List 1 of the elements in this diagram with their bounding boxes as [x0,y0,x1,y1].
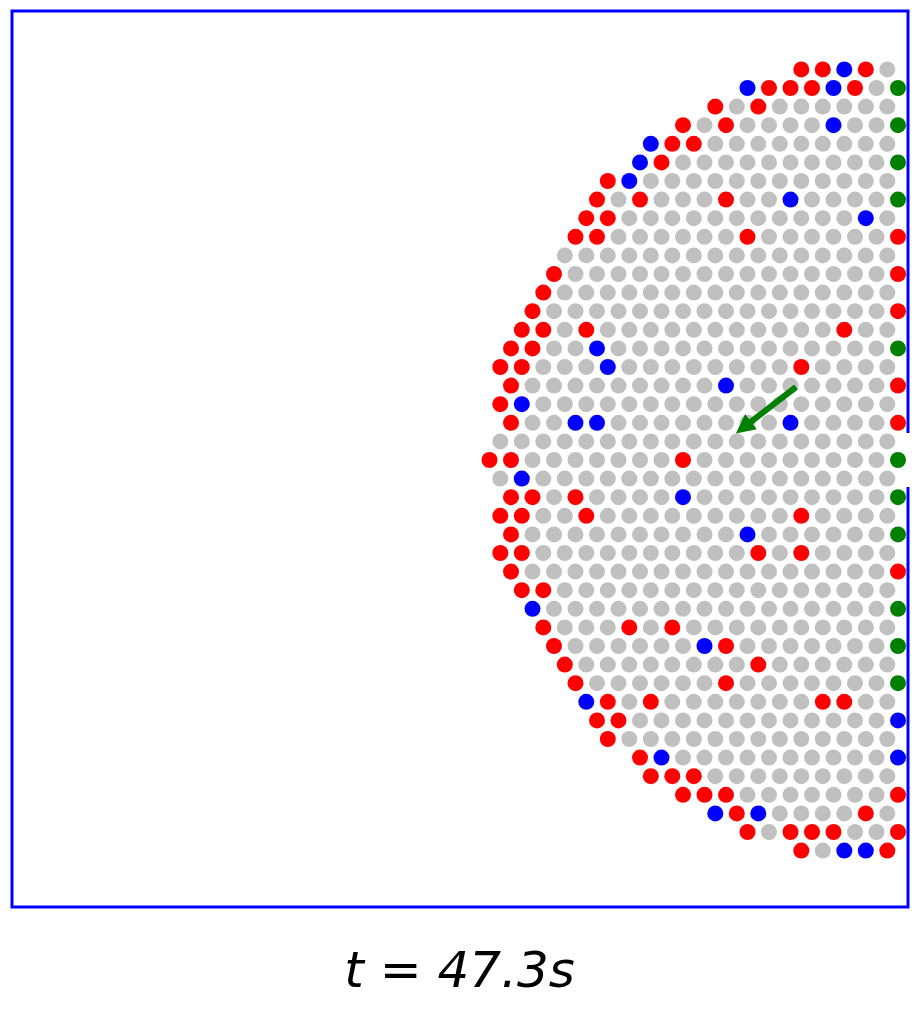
caption: t = 47.3s [344,940,575,1000]
